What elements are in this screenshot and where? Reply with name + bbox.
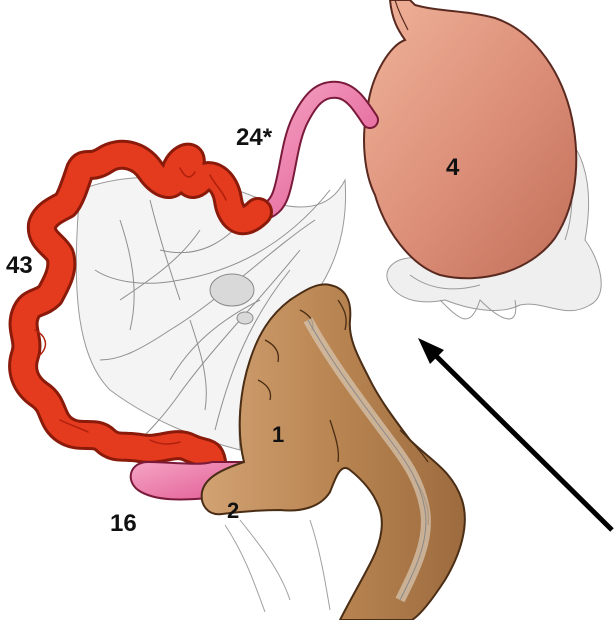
label-43: 43 xyxy=(6,254,33,278)
stomach xyxy=(364,0,576,278)
label-16: 16 xyxy=(110,512,137,536)
lower-mesentery-lines xyxy=(225,520,330,612)
label-2: 2 xyxy=(227,500,239,522)
label-4: 4 xyxy=(446,156,459,180)
label-24-star: 24* xyxy=(236,126,272,150)
pink-duodenal-segment xyxy=(258,90,370,212)
label-1: 1 xyxy=(272,424,284,446)
